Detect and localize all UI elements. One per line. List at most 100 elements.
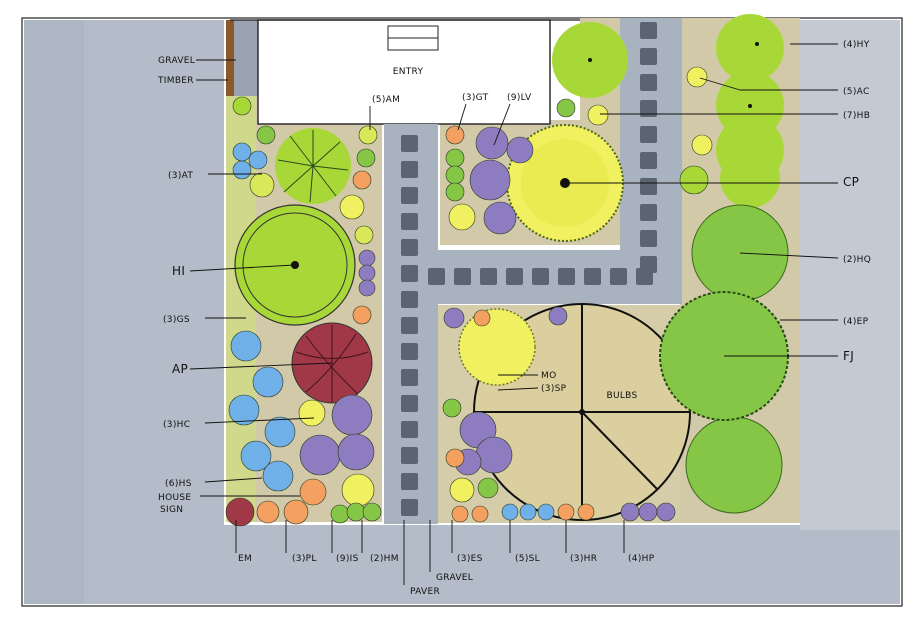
paver-stone [401,239,418,256]
leader-line [204,417,315,424]
plant-symbol [341,473,375,507]
leader-line [204,477,263,483]
paver-stone [401,161,418,178]
label-ep: (4)EP [843,317,869,327]
label-hp: (4)HP [628,554,655,564]
label-gravel-bottom: GRAVEL [436,573,473,583]
plant-symbol [449,477,475,503]
label-lv: (9)LV [507,93,532,103]
plant-symbol [451,505,469,523]
paver-stones [401,22,657,516]
label-ap: AP [172,362,188,376]
label-gt: (3)GT [462,93,489,103]
paver-stone [401,473,418,490]
label-house-sign-1: HOUSE [158,493,191,503]
plant-symbol [240,440,272,472]
plant-symbol [298,399,326,427]
gravel-strip [234,20,258,96]
label-es: (3)ES [457,554,483,564]
label-is: (9)IS [336,554,359,564]
plant-symbol [686,66,708,88]
label-pl: (3)PL [292,554,317,564]
paver-stone [401,213,418,230]
plant-symbol [445,125,465,145]
plant-symbol [256,500,280,524]
label-paver: PAVER [410,587,440,597]
plant-symbol [519,503,537,521]
paver-stone [428,268,445,285]
plant-symbol [230,330,262,362]
leader-line [189,362,333,370]
plant-symbol [557,503,575,521]
plant-symbol [691,134,713,156]
paver-stone [401,447,418,464]
paver-stone [640,48,657,65]
plant-symbol [354,225,374,245]
plant-symbol [445,182,465,202]
plant-symbol [443,307,465,329]
label-cp: CP [843,175,859,189]
plant-symbol [445,448,465,468]
plant-symbol [232,160,252,180]
plant-symbol [448,203,476,231]
paver-stone [532,268,549,285]
paver-stone [401,291,418,308]
paver-stone [640,178,657,195]
plant-symbol [339,194,365,220]
plant-symbol [473,309,491,327]
leader-line [497,387,539,391]
plant-symbol [442,398,462,418]
plant-symbol [620,502,640,522]
label-am: (5)AM [372,95,400,105]
paver-stone [640,22,657,39]
label-em: EM [238,554,252,564]
plant-symbol [264,416,296,448]
plant-symbol [299,478,327,506]
plant-symbol [679,165,709,195]
plant-symbol [356,148,376,168]
plant-symbol [262,460,294,492]
plant-symbol [346,502,366,522]
plant-symbol [548,306,568,326]
bottom-labels: EM (3)PL (9)IS (2)HM PAVER GRAVEL (3)ES … [238,554,655,597]
plant-top-tree [552,22,628,98]
paver-stone [454,268,471,285]
label-hm: (2)HM [370,554,399,564]
paver-stone [506,268,523,285]
plant-symbol [477,477,499,499]
plant-symbol [252,366,284,398]
paver-stone [401,369,418,386]
label-sl: (5)SL [515,554,540,564]
label-hq: (2)HQ [843,255,871,265]
plant-symbol [352,170,372,190]
plant-symbol [256,125,276,145]
left-labels: GRAVEL TIMBER (3)AT HI (3)GS AP (3)HC (6… [157,56,195,515]
plant-symbol [362,502,382,522]
paver-stone [401,421,418,438]
plant-symbol [506,136,534,164]
plant-symbol [249,172,275,198]
label-at: (3)AT [168,171,193,181]
plant-symbol [358,249,376,267]
leader-line [457,103,467,131]
plant-symbol [475,436,513,474]
plant-symbol [445,165,465,185]
street-area [24,20,900,604]
label-hs: (6)HS [165,479,192,489]
paver-stone [401,395,418,412]
timber-strip [226,20,234,96]
paver-stone [640,204,657,221]
plant-symbol [483,201,517,235]
plant-symbol [337,433,375,471]
paver-stone [401,343,418,360]
label-ac: (5)AC [843,87,870,97]
top-labels: (5)AM (3)GT (9)LV [372,93,532,105]
plant-symbol [475,126,509,160]
right-labels: (4)HY (5)AC (7)HB CP (2)HQ (4)EP FJ [843,40,871,363]
leader-line [189,264,295,272]
paver-stone [640,256,657,273]
label-hy: (4)HY [843,40,870,50]
plant-symbol [638,502,658,522]
plant-symbol [358,279,376,297]
label-hr: (3)HR [570,554,597,564]
